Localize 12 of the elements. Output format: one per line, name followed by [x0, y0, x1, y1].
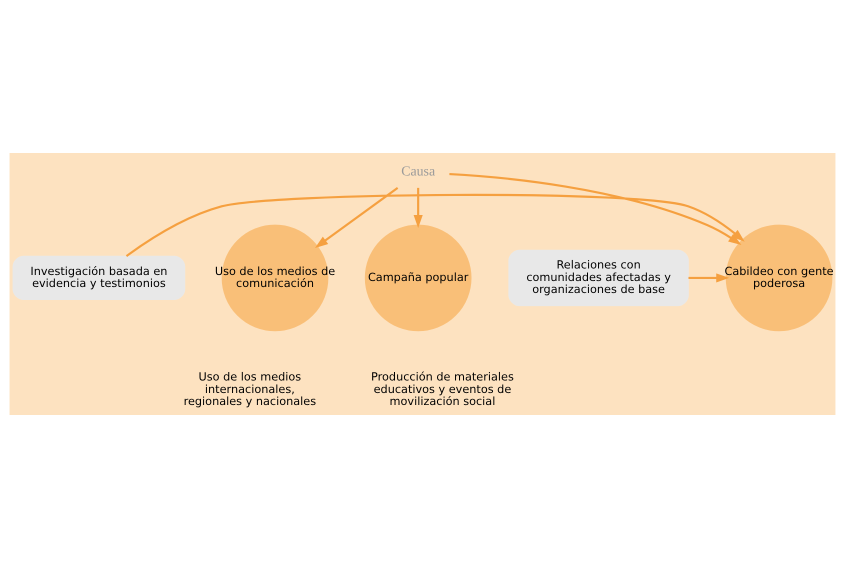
arrow — [126, 193, 745, 256]
arrow — [414, 187, 423, 228]
arrow — [688, 272, 730, 282]
node-label: Producción de materiales educativos y eventos de movilización social — [371, 370, 514, 408]
arrow — [314, 186, 398, 248]
arrow — [449, 172, 742, 244]
node-label: Uso de los medios internacionales, regionales y nacionales — [184, 370, 316, 408]
node-text: Causa — [401, 164, 436, 179]
node-circle: Campaña popular — [364, 224, 472, 331]
node-circle: Cabildeo con gente poderosa — [726, 224, 832, 331]
node-box: Investigación basada en evidencia y testimonios — [12, 255, 186, 300]
node-box: Relaciones con comunidades afectadas y organizaciones de base — [508, 249, 689, 306]
